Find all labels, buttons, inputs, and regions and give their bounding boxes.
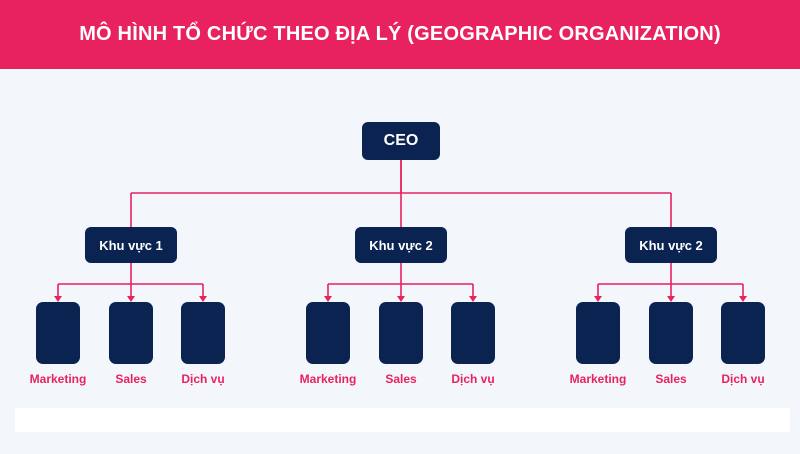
department-box (576, 302, 620, 364)
arrow-head (127, 296, 135, 302)
department-label-service: Dịch vụ (721, 372, 765, 386)
arrow-head (739, 296, 747, 302)
region-node-1: Khu vực 1 (85, 227, 177, 263)
ceo-node: CEO (362, 122, 440, 160)
arrow-head (469, 296, 477, 302)
header-bar: MÔ HÌNH TỔ CHỨC THEO ĐỊA LÝ (GEOGRAPHIC … (0, 0, 800, 69)
arrow-head (199, 296, 207, 302)
department-label-service: Dịch vụ (181, 372, 225, 386)
arrow-head (667, 296, 675, 302)
department-label-sales: Sales (655, 372, 687, 386)
arrow-head (54, 296, 62, 302)
department-label-service: Dịch vụ (451, 372, 495, 386)
department-box (649, 302, 693, 364)
department-label-sales: Sales (115, 372, 147, 386)
department-label-marketing: Marketing (569, 372, 627, 386)
department-box (36, 302, 80, 364)
department-label-marketing: Marketing (29, 372, 87, 386)
bottom-strip (15, 408, 790, 432)
department-box (451, 302, 495, 364)
department-label-sales: Sales (385, 372, 417, 386)
region-node-2: Khu vực 2 (355, 227, 447, 263)
arrow-head (397, 296, 405, 302)
department-box (379, 302, 423, 364)
department-box (109, 302, 153, 364)
department-box (306, 302, 350, 364)
page-title: MÔ HÌNH TỔ CHỨC THEO ĐỊA LÝ (GEOGRAPHIC … (79, 23, 721, 45)
arrow-head (594, 296, 602, 302)
department-box (181, 302, 225, 364)
department-box (721, 302, 765, 364)
region-node-3: Khu vực 2 (625, 227, 717, 263)
department-label-marketing: Marketing (299, 372, 357, 386)
arrow-head (324, 296, 332, 302)
